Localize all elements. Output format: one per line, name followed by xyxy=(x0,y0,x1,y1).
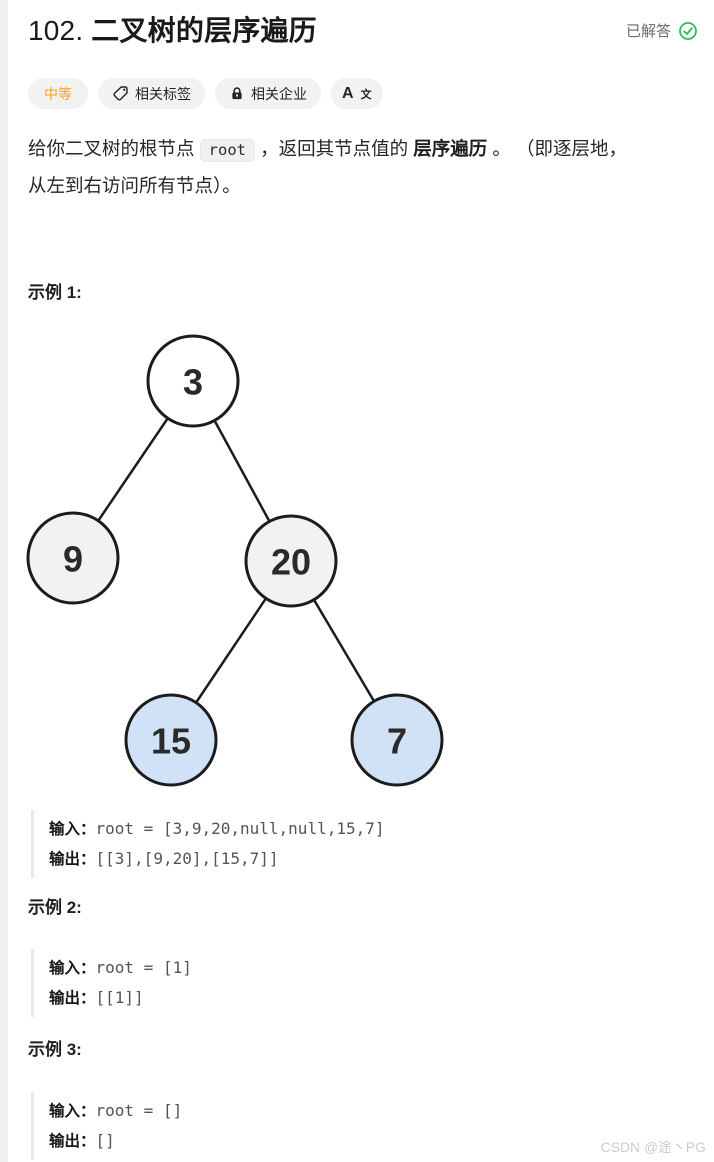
example-3-heading: 示例 3: xyxy=(28,1040,82,1059)
input-label: 输入： xyxy=(49,1102,96,1120)
tree-node-value: 3 xyxy=(183,362,203,403)
problem-description: 给你二叉树的根节点 root ，返回其节点值的 层序遍历 。 （即逐层地，从左到… xyxy=(28,138,628,196)
solved-label: 已解答 xyxy=(625,23,671,40)
input-label: 输入： xyxy=(49,959,96,977)
bold-term: 层序遍历 xyxy=(413,138,488,159)
inline-code-root: root xyxy=(199,139,255,162)
example-1-heading: 示例 1: xyxy=(28,283,82,302)
lock-icon xyxy=(232,86,242,99)
example-2-output: [[1]] xyxy=(95,988,144,1007)
example-2-input: root = [1] xyxy=(95,958,192,977)
example-2-heading: 示例 2: xyxy=(28,898,82,917)
input-label: 输入： xyxy=(49,820,96,838)
difficulty-badge[interactable]: 中等 xyxy=(28,78,88,109)
related-tags-label: 相关标签 xyxy=(135,85,191,102)
csdn-watermark: CSDN @途丶PG xyxy=(600,1140,706,1155)
example-1-block: 输入：root = [3,9,20,null,null,15,7] 输出：[[3]… xyxy=(31,810,671,878)
problem-header: 102. 二叉树的层序遍历 已解答 xyxy=(28,14,698,48)
tree-node-value: 15 xyxy=(151,721,191,762)
solved-status[interactable]: 已解答 xyxy=(626,20,698,41)
example-1-output: [[3],[9,20],[15,7]] xyxy=(95,849,279,868)
tree-node-value: 9 xyxy=(63,539,83,580)
output-label: 输出： xyxy=(49,1132,96,1150)
tree-node xyxy=(124,693,218,787)
example-2-block: 输入：root = [1] 输出：[[1]] xyxy=(31,949,671,1017)
page-left-gutter xyxy=(0,0,8,1162)
tree-node xyxy=(350,693,444,787)
example-3-input: root = [] xyxy=(95,1101,183,1120)
page-title: 102. 二叉树的层序遍历 xyxy=(28,14,317,48)
tree-node xyxy=(26,511,120,605)
tag-icon xyxy=(113,86,128,101)
tree-node xyxy=(146,334,240,428)
related-companies-label: 相关企业 xyxy=(251,85,307,102)
problem-title-text: 二叉树的层序遍历 xyxy=(91,15,317,46)
example-3-output: [] xyxy=(95,1131,115,1150)
related-tags-button[interactable]: 相关标签 xyxy=(98,78,205,109)
output-label: 输出： xyxy=(49,850,96,868)
example-3-block: 输入：root = [] 输出：[] xyxy=(31,1092,671,1160)
tree-node-value: 20 xyxy=(271,542,311,583)
tree-node xyxy=(244,514,338,608)
output-label: 输出： xyxy=(49,989,96,1007)
problem-number: 102. xyxy=(28,15,84,46)
translate-icon: A xyxy=(342,84,354,102)
related-companies-button[interactable]: 相关企业 xyxy=(215,78,321,109)
check-circle-icon xyxy=(679,21,697,40)
example-1-input: root = [3,9,20,null,null,15,7] xyxy=(95,819,385,838)
tree-node-value: 7 xyxy=(387,721,407,762)
binary-tree-diagram: 3 9 20 15 7 xyxy=(26,334,444,787)
